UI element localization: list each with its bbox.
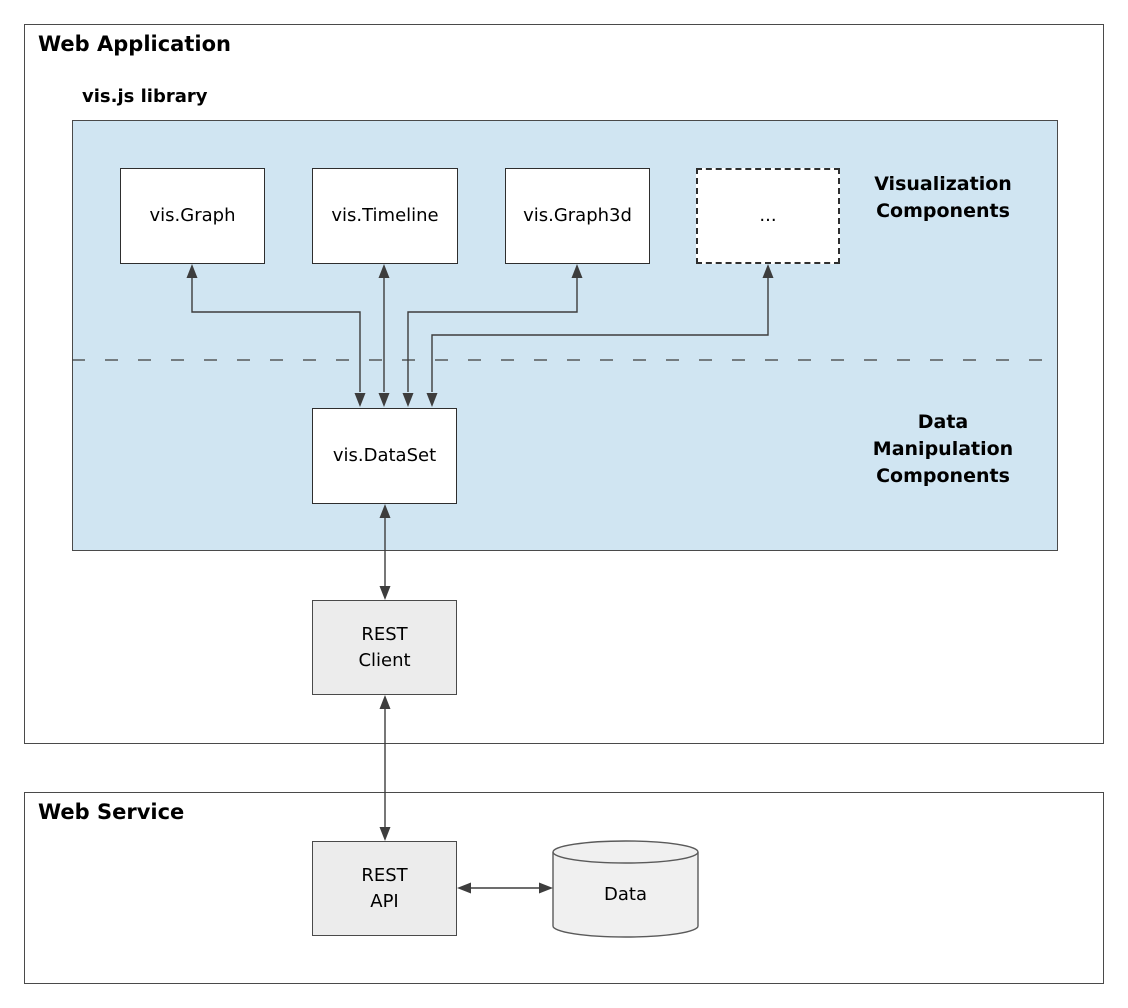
visualization-components-label: Visualization Components <box>874 173 1012 222</box>
more-components-box: ... <box>696 168 840 264</box>
rest-api-box: REST API <box>312 841 457 936</box>
web-service-title: Web Service <box>38 800 185 824</box>
data-store-label: Data <box>604 883 647 905</box>
data-manipulation-components-label: Data Manipulation Components <box>872 411 1014 487</box>
rest-client-box: REST Client <box>312 600 457 695</box>
vis-graph3d-box: vis.Graph3d <box>505 168 650 264</box>
visjs-library-title: vis.js library <box>82 86 208 107</box>
vis-dataset-box: vis.DataSet <box>312 408 457 504</box>
web-application-title: Web Application <box>38 32 231 56</box>
vis-graph-box: vis.Graph <box>120 168 265 264</box>
vis-timeline-box: vis.Timeline <box>312 168 458 264</box>
